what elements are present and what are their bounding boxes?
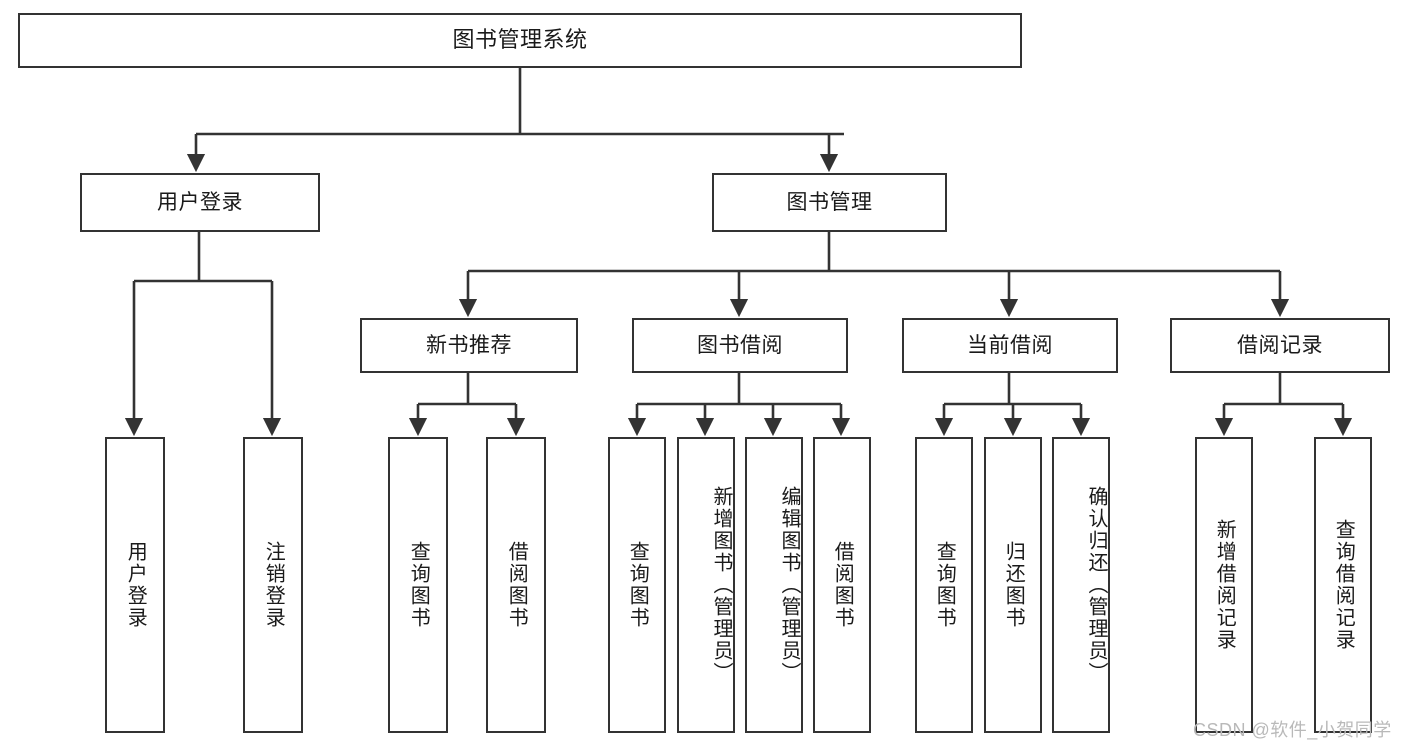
node-leaf-current-borrow-return-books[interactable]: 归还图书 <box>984 437 1042 733</box>
node-leaf-current-borrow-query-books[interactable]: 查询图书 <box>915 437 973 733</box>
node-label: 注销登录 <box>262 541 285 629</box>
node-new-book-recommendation[interactable]: 新书推荐 <box>360 318 578 373</box>
node-label: 归还图书 <box>1002 541 1025 629</box>
node-label: 图书管理系统 <box>452 27 588 53</box>
node-label: 查询图书 <box>407 541 430 629</box>
node-label: 借阅图书 <box>505 541 528 629</box>
node-leaf-new-book-query-books[interactable]: 查询图书 <box>388 437 448 733</box>
node-root-book-management-system[interactable]: 图书管理系统 <box>18 13 1022 68</box>
node-borrowing-record[interactable]: 借阅记录 <box>1170 318 1390 373</box>
node-label: 确认归还（管理员） <box>1085 486 1107 684</box>
node-leaf-new-book-borrow-books[interactable]: 借阅图书 <box>486 437 546 733</box>
node-label: 借阅图书 <box>831 541 854 629</box>
node-label: 新增图书（管理员） <box>710 486 732 684</box>
node-book-borrowing[interactable]: 图书借阅 <box>632 318 848 373</box>
csdn-watermark: CSDN @软件_小贺同学 <box>1193 720 1392 740</box>
node-label: 用户登录 <box>124 541 147 629</box>
node-label: 查询借阅记录 <box>1332 519 1355 651</box>
node-leaf-borrow-record-add-record[interactable]: 新增借阅记录 <box>1195 437 1253 733</box>
node-label: 查询图书 <box>626 541 649 629</box>
node-leaf-current-borrow-confirm-return-admin[interactable]: 确认归还（管理员） <box>1052 437 1110 733</box>
node-leaf-borrow-record-query-record[interactable]: 查询借阅记录 <box>1314 437 1372 733</box>
node-leaf-book-borrow-borrow-books[interactable]: 借阅图书 <box>813 437 871 733</box>
node-label: 图书借阅 <box>697 333 783 357</box>
node-leaf-user-login-signin[interactable]: 用户登录 <box>105 437 165 733</box>
node-user-login[interactable]: 用户登录 <box>80 173 320 232</box>
node-label: 查询图书 <box>933 541 956 629</box>
node-leaf-book-borrow-edit-book-admin[interactable]: 编辑图书（管理员） <box>745 437 803 733</box>
node-leaf-book-borrow-query-books[interactable]: 查询图书 <box>608 437 666 733</box>
node-leaf-book-borrow-add-book-admin[interactable]: 新增图书（管理员） <box>677 437 735 733</box>
node-label: 编辑图书（管理员） <box>778 486 800 684</box>
node-label: 借阅记录 <box>1237 333 1323 357</box>
node-current-borrowing[interactable]: 当前借阅 <box>902 318 1118 373</box>
node-label: 用户登录 <box>157 190 243 214</box>
node-label: 新增借阅记录 <box>1213 519 1236 651</box>
node-label: 新书推荐 <box>426 333 512 357</box>
node-label: 图书管理 <box>786 190 873 214</box>
node-label: 当前借阅 <box>967 333 1053 357</box>
node-leaf-user-login-signout[interactable]: 注销登录 <box>243 437 303 733</box>
node-book-management[interactable]: 图书管理 <box>712 173 947 232</box>
